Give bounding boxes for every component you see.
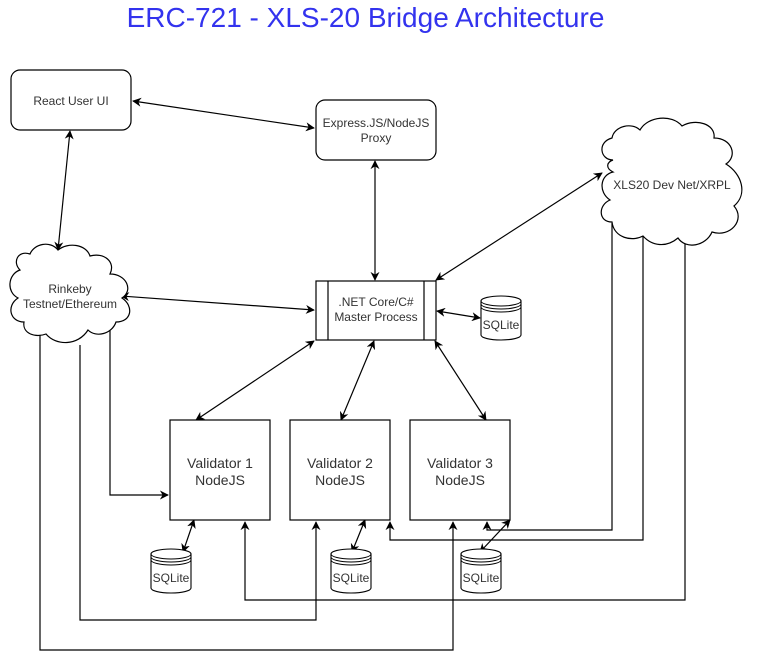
proxy-label-line1: Express.JS/NodeJS [323, 116, 430, 130]
database-icon [330, 548, 372, 594]
db3-label: SQLite [463, 571, 500, 585]
edge-xrpl-validator1 [240, 243, 686, 601]
edge-master-validator1 [195, 340, 315, 421]
node-react-ui[interactable]: React User UI [10, 69, 132, 131]
proxy-label-line2: Proxy [361, 131, 392, 145]
edge-xrpl-validator3 [482, 223, 613, 531]
node-db-3[interactable]: SQLite [460, 548, 502, 594]
db1-label: SQLite [153, 571, 190, 585]
edge-validator2-db2 [350, 519, 367, 553]
node-db-2[interactable]: SQLite [330, 548, 372, 594]
edge-validator1-db1 [181, 519, 196, 553]
database-icon [460, 548, 502, 594]
react-ui-label: React User UI [33, 94, 108, 108]
master-label-line2: Master Process [334, 310, 417, 324]
edge-master-db [436, 307, 481, 322]
cloud-icon [9, 243, 131, 344]
xrpl-label: XLS20 Dev Net/XRPL [613, 178, 731, 192]
database-icon [480, 295, 522, 341]
validator2-label-line1: Validator 2 [307, 455, 373, 471]
validator3-label-line1: Validator 3 [427, 455, 493, 471]
edge-xrpl-master [435, 172, 603, 281]
edge-xrpl-validator2 [385, 223, 644, 541]
database-icon [150, 548, 192, 594]
node-proxy[interactable]: Express.JS/NodeJS Proxy [315, 99, 437, 161]
edge-master-validator2 [339, 340, 376, 421]
edge-validator3-db3 [479, 519, 511, 553]
rinkeby-label-line2: Testnet/Ethereum [23, 297, 117, 311]
edge-master-validator3 [434, 340, 487, 421]
edge-rinkeby-validator3 [39, 329, 458, 651]
master-label-line1: .NET Core/C# [338, 295, 413, 309]
node-validator-2[interactable]: Validator 2 NodeJS [289, 419, 391, 521]
node-db-1[interactable]: SQLite [150, 548, 192, 594]
validator2-label-line2: NodeJS [315, 472, 365, 488]
diagram-title: ERC-721 - XLS-20 Bridge Architecture [126, 2, 605, 33]
validator1-label-line2: NodeJS [195, 472, 245, 488]
validator1-label-line1: Validator 1 [187, 455, 253, 471]
node-validator-1[interactable]: Validator 1 NodeJS [169, 419, 271, 521]
edge-react-proxy [132, 97, 315, 132]
validator3-label-line2: NodeJS [435, 472, 485, 488]
node-master-db[interactable]: SQLite [480, 295, 522, 341]
db2-label: SQLite [333, 571, 370, 585]
edge-rinkeby-master [120, 292, 315, 314]
master-db-label: SQLite [483, 318, 520, 332]
edge-rinkeby-validator2 [79, 345, 321, 621]
edge-rinkeby-validator1 [109, 329, 169, 500]
node-validator-3[interactable]: Validator 3 NodeJS [409, 419, 511, 521]
node-xrpl-cloud[interactable]: XLS20 Dev Net/XRPL [600, 117, 743, 246]
node-rinkeby-cloud[interactable]: Rinkeby Testnet/Ethereum [9, 243, 131, 344]
rinkeby-label-line1: Rinkeby [48, 282, 91, 296]
node-master-process[interactable]: .NET Core/C# Master Process [315, 280, 437, 341]
cloud-icon [600, 117, 743, 246]
edge-react-rinkeby [54, 130, 74, 251]
